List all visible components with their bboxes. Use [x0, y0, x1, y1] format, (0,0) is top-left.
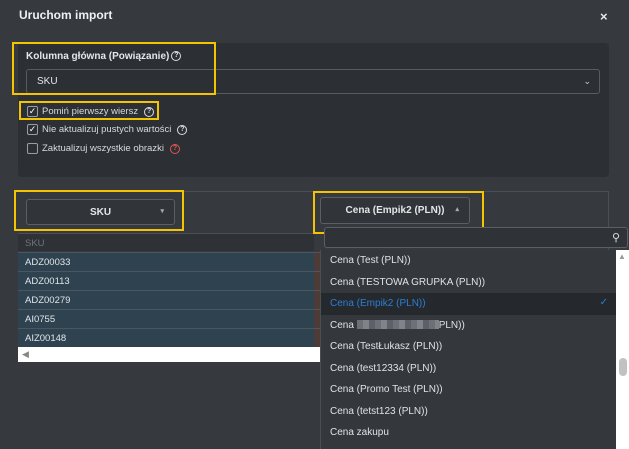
table-cell [314, 328, 322, 347]
settings-panel [18, 43, 609, 177]
vertical-scrollbar[interactable]: ▲ [616, 250, 629, 449]
column-2-mapping: Cena (Empik2 (PLN)) [345, 205, 445, 216]
dropdown-item[interactable]: Cena (Test (PLN)) [330, 255, 411, 266]
table-row: ADZ00279 [18, 290, 314, 309]
option-label: Zaktualizuj wszystkie obrazki [42, 143, 164, 154]
column-1-mapping-select[interactable]: SKU ▾ [26, 199, 175, 225]
dropdown-search-input[interactable]: ⚲ [324, 227, 628, 248]
chevron-down-icon: ⌄ [583, 76, 591, 86]
table-cell [314, 290, 322, 309]
check-icon: ✓ [599, 297, 608, 308]
table-row: ADZ00033 [18, 252, 314, 271]
help-icon[interactable]: ? [144, 106, 155, 117]
dropdown-list: Cena (Test (PLN)) Cena (TESTOWA GRUPKA (… [320, 250, 616, 449]
dropdown-item[interactable]: Cena (TESTOWA GRUPKA (PLN)) [330, 276, 486, 288]
option-label: Pomiń pierwszy wiersz [42, 106, 139, 117]
main-column-select[interactable]: SKU ⌄ [26, 69, 600, 94]
table-cell [314, 252, 322, 271]
dropdown-item[interactable]: Cena (Promo Test (PLN)) [330, 384, 443, 395]
table-row: AI0755 [18, 309, 314, 328]
option-label: Nie aktualizuj pustych wartości [42, 124, 172, 135]
checkbox[interactable] [27, 143, 38, 154]
dropdown-item[interactable]: Cena (test12334 (PLN)) [330, 362, 437, 374]
table-header: SKU [18, 233, 314, 251]
caret-down-icon: ▾ [160, 208, 164, 215]
item-label: Cena [330, 319, 357, 331]
scrollbar-thumb[interactable] [619, 358, 627, 376]
dropdown-item[interactable]: Cena (tetst123 (PLN)) [330, 405, 428, 417]
scroll-up-icon[interactable]: ▲ [618, 252, 626, 261]
checkbox[interactable]: ✓ [27, 124, 38, 135]
help-icon[interactable]: ? [169, 143, 180, 154]
item-label: Cena (Empik2 (PLN)) [330, 298, 426, 309]
main-column-label: Kolumna główna (Powiązanie)? [26, 51, 182, 62]
search-icon: ⚲ [611, 232, 620, 244]
main-column-label-text: Kolumna główna (Powiązanie) [26, 51, 170, 62]
dropdown-item[interactable]: Cena (TestŁukasz (PLN)) [330, 341, 443, 352]
dropdown-item[interactable]: Cena zakupu [330, 427, 389, 438]
close-icon[interactable]: × [600, 9, 608, 24]
column-1-mapping: SKU [89, 206, 112, 218]
checkbox[interactable]: ✓ [27, 106, 38, 117]
table-row: ADZ00113 [18, 271, 314, 290]
main-column-value: SKU [37, 76, 58, 87]
caret-up-icon: ▴ [455, 206, 459, 213]
table-cell [314, 309, 322, 328]
help-icon[interactable]: ? [171, 51, 182, 62]
modal-title: Uruchom import [19, 8, 113, 22]
dropdown-item-selected[interactable]: Cena (Empik2 (PLN)) ✓ [321, 293, 616, 315]
option-skip-first-row[interactable]: ✓ Pomiń pierwszy wiersz? [27, 106, 155, 117]
table-cell [314, 271, 322, 290]
horizontal-scrollbar[interactable]: ◀ [18, 347, 322, 362]
help-icon[interactable]: ? [177, 124, 188, 135]
item-label-suffix: PLN)) [438, 319, 465, 331]
dropdown-item[interactable]: Cena PLN)) [321, 315, 616, 337]
scroll-left-icon[interactable]: ◀ [22, 349, 29, 359]
grid-border [608, 191, 609, 251]
option-skip-empty[interactable]: ✓ Nie aktualizuj pustych wartości? [27, 124, 188, 135]
redacted-block [356, 320, 439, 330]
column-2-mapping-select[interactable]: Cena (Empik2 (PLN)) ▴ [320, 197, 470, 224]
table-row: AIZ00148 [18, 328, 314, 347]
option-update-images[interactable]: Zaktualizuj wszystkie obrazki? [27, 143, 180, 154]
